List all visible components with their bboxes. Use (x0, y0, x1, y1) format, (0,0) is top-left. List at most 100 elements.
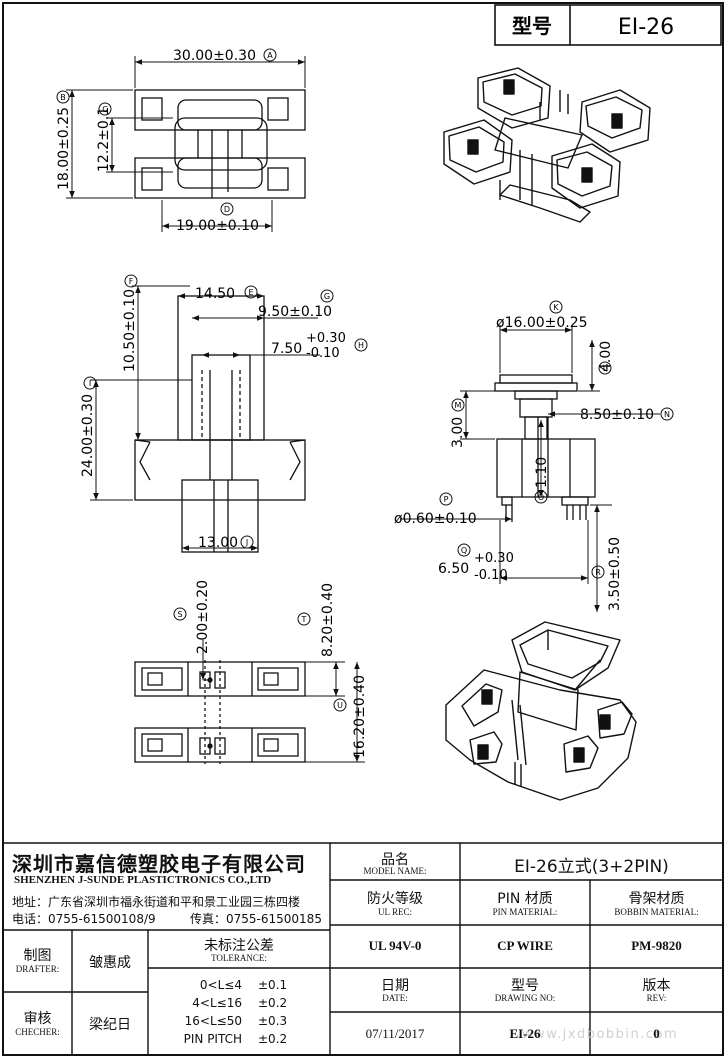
dim-65-marker: Q (461, 546, 467, 555)
watermark: www.jxdbobbin.com (522, 1027, 678, 1042)
dim-82: 8.20±0.40 (320, 583, 336, 657)
bobbin-material-value: PM-9820 (631, 938, 682, 953)
dim-12-marker: C (102, 105, 108, 114)
dim-75-marker: H (358, 341, 364, 350)
header-model-value: EI-26 (618, 15, 674, 40)
dim-95: 9.50±0.10 (258, 304, 332, 320)
rev-en: REV: (646, 993, 667, 1003)
dim-14: 14.50 (195, 286, 235, 302)
rev-value: 0 (653, 1026, 660, 1041)
ul-rec-en: UL REC: (378, 907, 412, 917)
dim-11: 1.10 (534, 457, 550, 488)
dim-30-marker: A (267, 51, 273, 60)
bobbin-material-en: BOBBIN MATERIAL: (614, 907, 699, 917)
pin-material-cn: PIN 材质 (497, 891, 553, 907)
company-name-en: SHENZHEN J-SUNDE PLASTICTRONICS CO.,LTD (14, 874, 272, 886)
top-view-labels: 30.00±0.30 A 18.00±0.25 B 12.2±0.1 C 19.… (56, 48, 277, 234)
top-view-dims (66, 56, 306, 232)
bottom-view-labels: 2.00±0.20 S 8.20±0.40 T 16.20±0.40 U (173, 580, 368, 758)
dim-06-marker: P (444, 495, 449, 504)
bottom-view (134, 660, 306, 764)
dim-13: 13.00 (198, 535, 238, 551)
dim-65-up: +0.30 (474, 551, 514, 566)
dim-85: 8.50±0.10 (580, 407, 654, 423)
dim-2: 2.00±0.20 (195, 580, 211, 654)
dim-06: ø0.60±0.10 (394, 511, 477, 527)
dim-12: 12.2±0.1 (96, 107, 112, 172)
rev-cn: 版本 (642, 978, 671, 994)
drafter-cn: 制图 (23, 948, 52, 964)
dim-65-lo: -0.10 (474, 568, 508, 583)
header-box: 型号 EI-26 (494, 4, 722, 46)
front-view-dims (90, 285, 320, 551)
model-name-en: MODEL NAME: (363, 866, 427, 876)
date-cn: 日期 (381, 978, 409, 994)
dim-35: 3.50±0.50 (607, 537, 623, 611)
dim-18: 18.00±0.25 (56, 107, 72, 190)
dim-4-marker: L (603, 364, 608, 373)
dim-30: 30.00±0.30 (173, 48, 256, 64)
company-phone: 电话：0755-61500108/9 (12, 912, 156, 926)
dim-18-marker: B (60, 93, 66, 102)
dim-3: 3.00 (450, 417, 466, 448)
iso-view-bottom (445, 621, 637, 801)
tolerance-value-0: ±0.1 (258, 978, 288, 992)
dim-95-marker: G (324, 292, 330, 301)
dim-85-marker: N (664, 410, 670, 419)
dim-14-marker: E (248, 288, 253, 297)
drawing-no-en: DRAWING NO: (494, 993, 556, 1003)
company-address: 地址：广东省深圳市福永街道和平和景工业园三栋四楼 (12, 895, 301, 909)
bobbin-material-cn: 骨架材质 (628, 891, 685, 907)
dim-75: 7.50 (271, 341, 302, 357)
date-en: DATE: (382, 993, 408, 1003)
dim-82-marker: T (301, 615, 307, 624)
model-name-value: EI-26立式(3+2PIN) (514, 857, 669, 877)
tolerance-range-2: 16<L≤50 (184, 1014, 242, 1028)
bottom-view-dims (200, 640, 365, 763)
tolerance-range-3: PIN PITCH (183, 1032, 242, 1046)
dim-24: 24.00±0.30 (80, 394, 96, 477)
company-name-cn: 深圳市嘉信德塑胶电子有限公司 (12, 852, 306, 876)
dim-13-marker: J (245, 538, 248, 547)
drawing-no-cn: 型号 (511, 978, 539, 994)
dim-24-marker: I (89, 379, 91, 388)
dim-3-marker: M (455, 401, 462, 410)
drafter-en: DRAFTER: (15, 964, 60, 974)
tolerance-cn: 未标注公差 (204, 938, 274, 954)
title-block-grid (3, 842, 723, 1055)
tolerance-range-1: 4<L≤16 (192, 996, 242, 1010)
tolerance-en: TOLERANCE: (211, 953, 267, 963)
tolerance-value-2: ±0.3 (258, 1014, 288, 1028)
header-model-key: 型号 (512, 14, 552, 38)
dim-10: 10.50±0.10 (122, 289, 138, 372)
dim-75-lo: -0.10 (306, 346, 340, 361)
front-view-labels: 14.50 E 10.50±0.10 F 9.50±0.10 G 7.50 +0… (80, 274, 368, 551)
ul-value: UL 94V-0 (368, 938, 422, 953)
model-name-cn: 品名 (381, 852, 409, 868)
dim-10-marker: F (129, 277, 134, 286)
dim-19-marker: D (224, 205, 230, 214)
dim-19: 19.00±0.10 (176, 218, 259, 234)
tolerance-value-3: ±0.2 (258, 1032, 288, 1046)
tolerance-value-1: ±0.2 (258, 996, 288, 1010)
drawing-no-value: EI-26 (509, 1026, 541, 1041)
pin-material-value: CP WIRE (497, 938, 553, 953)
side-view (494, 374, 596, 522)
dim-16: ø16.00±0.25 (496, 315, 588, 331)
pin-material-en: PIN MATERIAL: (492, 907, 558, 917)
front-view (134, 295, 306, 553)
dim-75-up: +0.30 (306, 331, 346, 346)
side-view-dims (400, 325, 660, 612)
drafter-value: 皱惠成 (89, 955, 131, 971)
dim-11-marker: O (538, 493, 544, 502)
dim-16-marker: K (553, 303, 559, 312)
date-value: 07/11/2017 (365, 1026, 425, 1041)
dim-35-marker: R (595, 568, 601, 577)
tolerance-range-0: 0<L≤4 (199, 978, 242, 992)
company-fax: 传真：0755-61500185 (190, 912, 322, 926)
checker-en: CHECHER: (15, 1027, 60, 1037)
dim-65: 6.50 (438, 561, 469, 577)
ul-rec-cn: 防火等级 (367, 891, 423, 907)
dim-2-marker: S (177, 610, 182, 619)
